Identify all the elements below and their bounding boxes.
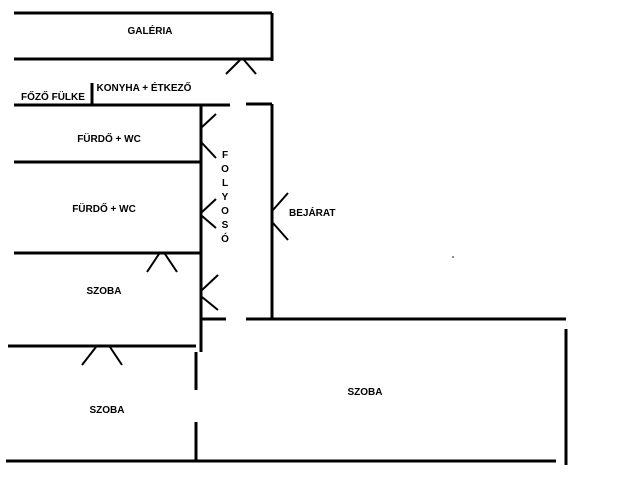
door-galeria <box>225 59 257 75</box>
folyoso-letter: L <box>222 178 228 189</box>
label-szoba-2: SZOBA <box>90 405 125 416</box>
walls <box>6 11 568 465</box>
door-furdo-1 <box>201 113 217 159</box>
label-furdo-wc-2: FÜRDŐ + WC <box>72 202 136 215</box>
folyoso-letter: F <box>222 150 228 161</box>
label-galeria: GALÉRIA <box>128 24 173 37</box>
folyoso-letter: Ó <box>221 232 229 245</box>
folyoso-letter: S <box>222 220 229 231</box>
door-szoba-1-corridor <box>201 274 219 311</box>
door-szoba-1 <box>146 253 178 273</box>
door-bejarat <box>272 192 289 241</box>
folyoso-letter: Y <box>222 192 229 203</box>
doors <box>81 59 289 366</box>
stray-dot <box>452 256 454 258</box>
label-konyha-etkezo: KONYHA + ÉTKEZŐ <box>97 81 192 94</box>
label-folyoso: F O L Y O S Ó <box>221 150 229 245</box>
label-fozo-fulke: FŐZŐ FÜLKE <box>21 90 85 103</box>
label-furdo-wc-1: FÜRDŐ + WC <box>77 132 141 145</box>
label-szoba-1: SZOBA <box>87 286 122 297</box>
door-szoba-2 <box>81 346 123 366</box>
label-szoba-3: SZOBA <box>348 387 383 398</box>
door-furdo-2 <box>201 198 217 229</box>
folyoso-letter: O <box>221 206 229 217</box>
folyoso-letter: O <box>221 164 229 175</box>
room-labels: GALÉRIA FŐZŐ FÜLKE KONYHA + ÉTKEZŐ FÜRDŐ… <box>21 24 382 416</box>
label-bejarat: BEJÁRAT <box>289 206 335 219</box>
